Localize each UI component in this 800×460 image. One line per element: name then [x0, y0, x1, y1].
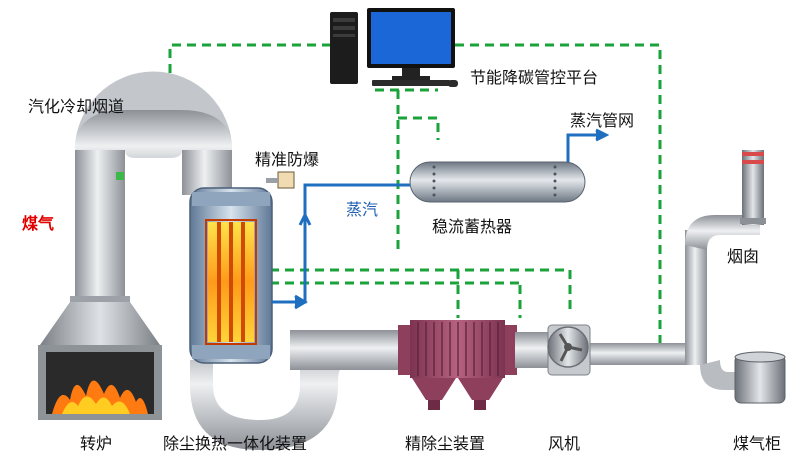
label-steam-network: 蒸汽管网: [570, 111, 635, 130]
label-steam: 蒸汽: [346, 200, 379, 219]
label-control-platform: 节能降碳管控平台: [470, 68, 599, 87]
label-fine-dust-device: 精除尘装置: [405, 434, 486, 453]
fine-dust-device: [398, 320, 517, 410]
label-converter: 转炉: [80, 434, 113, 453]
label-gas-holder: 煤气柜: [733, 434, 782, 453]
dust-heat-device: [189, 187, 273, 364]
label-chimney: 烟囱: [727, 247, 760, 266]
label-accumulator: 稳流蓄热器: [432, 217, 513, 236]
flame-icon: [52, 380, 148, 414]
label-dust-heat-device: 除尘换热一体化装置: [163, 434, 308, 453]
control-lines: [168, 43, 662, 350]
converter: [38, 296, 162, 420]
fan-icon: [547, 324, 591, 376]
label-fan: 风机: [548, 434, 581, 453]
heat-accumulator: [409, 161, 586, 203]
label-flue-duct: 汽化冷却烟道: [28, 97, 125, 116]
label-explosion-proof: 精准防爆: [255, 150, 320, 169]
chimney: [740, 150, 766, 225]
computer-icon: [330, 8, 458, 87]
label-coal-gas: 煤气: [22, 214, 55, 233]
dust-outlet-pipe: [190, 330, 415, 450]
explosion-proof-sensor-icon: [266, 171, 295, 189]
gas-holder: [734, 351, 786, 404]
